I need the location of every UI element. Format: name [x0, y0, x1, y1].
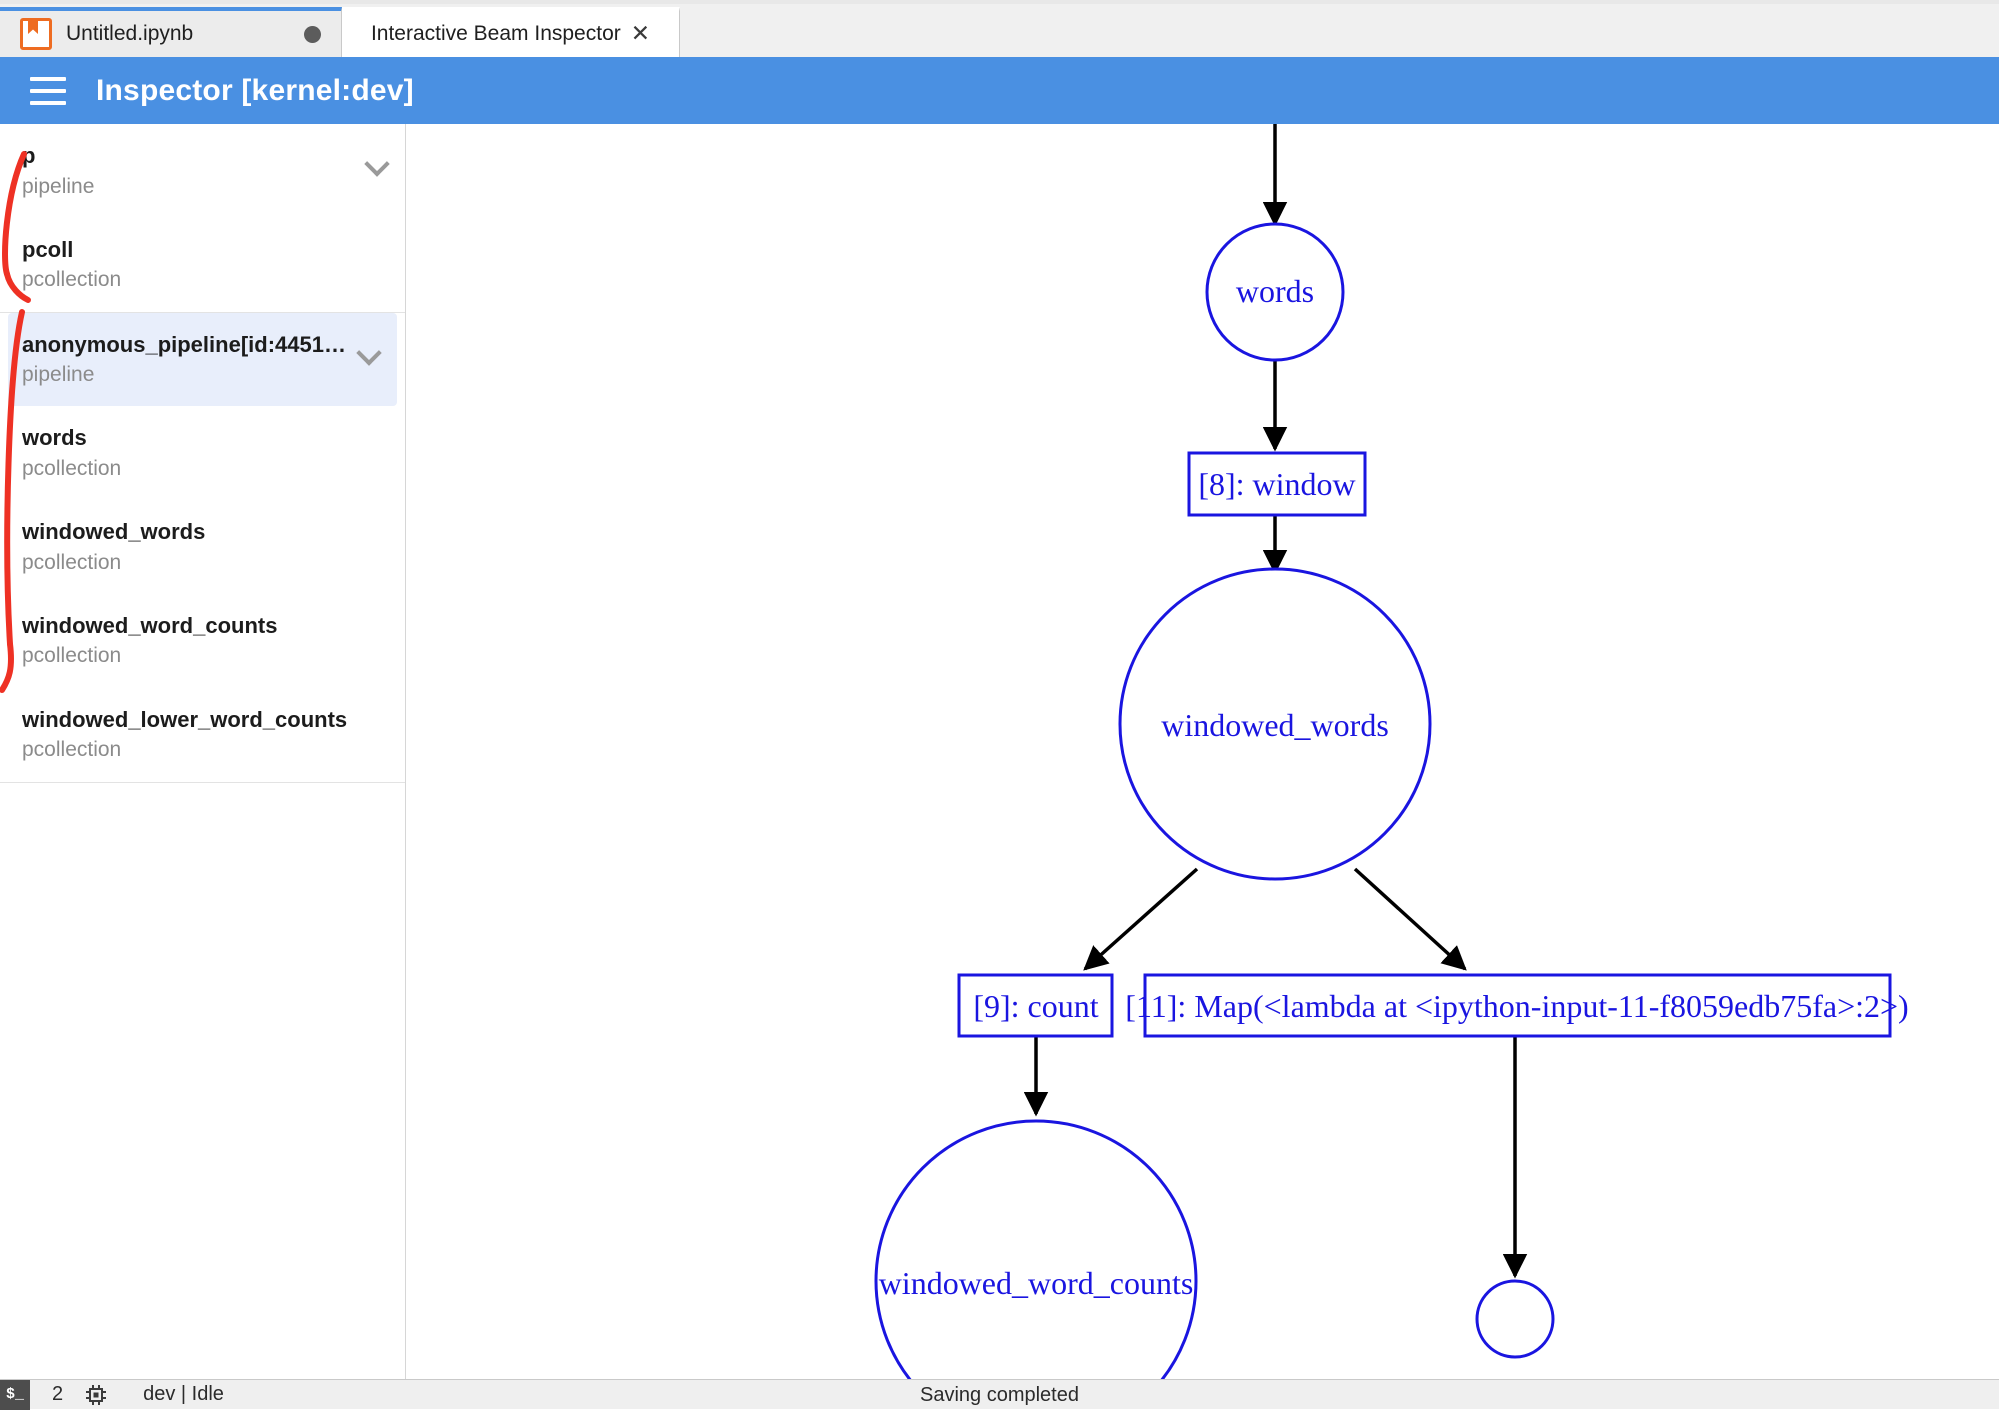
tab-bar-top-edge [0, 0, 1999, 4]
tab-label: Untitled.ipynb [66, 22, 194, 45]
node-label: [8]: window [1198, 466, 1355, 502]
sidebar-item-p[interactable]: p pipeline [0, 124, 405, 218]
sidebar-item-type: pcollection [22, 550, 122, 574]
sidebar-item-type: pcollection [22, 738, 122, 762]
chip-icon-glyph [86, 1384, 107, 1405]
sidebar-item-name: windowed_lower_word_counts [22, 706, 348, 732]
save-status: Saving completed [920, 1383, 1079, 1406]
sidebar-item-anonymous-pipeline[interactable]: anonymous_pipeline[id:44516…] pipeline [8, 312, 397, 407]
sidebar-item-name: pcoll [22, 236, 74, 262]
graph-node-windowed-words[interactable]: windowed_words [1118, 567, 1432, 881]
graph-node-window[interactable]: [8]: window [1187, 451, 1367, 517]
kernel-status[interactable]: dev | Idle [143, 1383, 224, 1405]
inspector-body: p pipeline pcoll pcollection anonymous_p… [0, 124, 1999, 1379]
hamburger-bar [30, 76, 66, 81]
sidebar-item-pcoll[interactable]: pcoll pcollection [0, 218, 405, 312]
node-shape-box [957, 973, 1114, 1038]
page-title: Inspector [kernel:dev] [96, 73, 414, 107]
pipeline-group-anonymous: anonymous_pipeline[id:44516…] pipeline w… [0, 312, 405, 783]
sidebar-item-texts: words pcollection [22, 424, 391, 482]
sidebar-item-texts: windowed_word_counts pcollection [22, 612, 391, 670]
sidebar-item-texts: pcoll pcollection [22, 236, 391, 294]
hamburger-icon[interactable] [30, 76, 66, 105]
status-bar: $_ 2 dev | Idle Saving completed [0, 1379, 1999, 1410]
edge-windowed-words-to-map [1353, 867, 1467, 971]
node-shape-circle [874, 1119, 1198, 1379]
graph-node-map[interactable]: [11]: Map(<lambda at <ipython-input-11-f… [1125, 973, 1909, 1038]
chevron-down-icon[interactable] [355, 337, 383, 365]
chevron-down-icon[interactable] [363, 148, 391, 176]
node-label: [11]: Map(<lambda at <ipython-input-11-f… [1125, 988, 1908, 1024]
sidebar-item-type: pcollection [22, 644, 122, 668]
node-label: windowed_word_counts [879, 1265, 1194, 1301]
hamburger-bar [30, 100, 66, 105]
sidebar-item-name: anonymous_pipeline[id:44516…] [22, 331, 347, 357]
tab-label: Interactive Beam Inspector [370, 22, 621, 45]
sidebar-item-type: pipeline [22, 174, 95, 198]
sidebar-item-type: pcollection [22, 456, 122, 480]
node-label: windowed_words [1161, 707, 1389, 743]
hamburger-bar [30, 88, 66, 93]
sidebar-item-words[interactable]: words pcollection [0, 406, 405, 500]
sidebar-item-windowed-lower-word-counts[interactable]: windowed_lower_word_counts pcollection [0, 688, 405, 782]
inspectable-list-sidebar[interactable]: p pipeline pcoll pcollection anonymous_p… [0, 124, 406, 1379]
node-shape-circle [1475, 1279, 1555, 1359]
node-shape-circle [1205, 222, 1345, 362]
node-shape-circle [1118, 567, 1432, 881]
node-shape-box [1143, 973, 1892, 1038]
sidebar-item-texts: windowed_lower_word_counts pcollection [22, 706, 391, 764]
sidebar-item-type: pcollection [22, 268, 122, 292]
tab-interactive-beam-inspector[interactable]: Interactive Beam Inspector ✕ [342, 7, 680, 57]
chip-icon[interactable] [85, 1384, 107, 1406]
inspector-header: Inspector [kernel:dev] [0, 57, 1999, 124]
sidebar-item-texts: anonymous_pipeline[id:44516…] pipeline [22, 331, 347, 389]
tab-untitled-ipynb[interactable]: Untitled.ipynb [0, 7, 342, 57]
node-label: [9]: count [973, 988, 1098, 1024]
terminal-count: 2 [52, 1383, 64, 1405]
sidebar-item-windowed-words[interactable]: windowed_words pcollection [0, 500, 405, 594]
node-label: words [1236, 273, 1314, 309]
graph-node-words[interactable]: words [1205, 222, 1345, 362]
graph-node-windowed-word-counts[interactable]: windowed_word_counts [874, 1119, 1198, 1379]
pipeline-group-p: p pipeline pcoll pcollection [0, 124, 405, 313]
tab-bar: Untitled.ipynb Interactive Beam Inspecto… [0, 0, 1999, 58]
close-icon[interactable]: ✕ [630, 20, 651, 47]
notebook-icon [20, 18, 52, 50]
sidebar-item-name: windowed_word_counts [22, 612, 278, 638]
terminal-icon[interactable]: $_ [0, 1379, 30, 1410]
sidebar-item-type: pipeline [22, 363, 95, 387]
sidebar-item-windowed-word-counts[interactable]: windowed_word_counts pcollection [0, 594, 405, 688]
edge-windowed-words-to-count [1083, 867, 1199, 971]
graph-node-count[interactable]: [9]: count [957, 973, 1114, 1038]
pipeline-graph: words [8]: window windowed_words [9]: co… [874, 124, 1909, 1379]
sidebar-item-name: windowed_words [22, 519, 206, 545]
unsaved-dot-icon[interactable] [304, 25, 321, 43]
sidebar-item-texts: p pipeline [22, 142, 355, 200]
sidebar-item-name: p [22, 143, 36, 168]
sidebar-item-texts: windowed_words pcollection [22, 518, 391, 576]
sidebar-item-name: words [22, 425, 87, 451]
pipeline-graph-canvas[interactable]: words [8]: window windowed_words [9]: co… [407, 124, 1999, 1379]
graph-node-unnamed-small[interactable] [1475, 1279, 1555, 1359]
node-shape-box [1187, 451, 1367, 517]
